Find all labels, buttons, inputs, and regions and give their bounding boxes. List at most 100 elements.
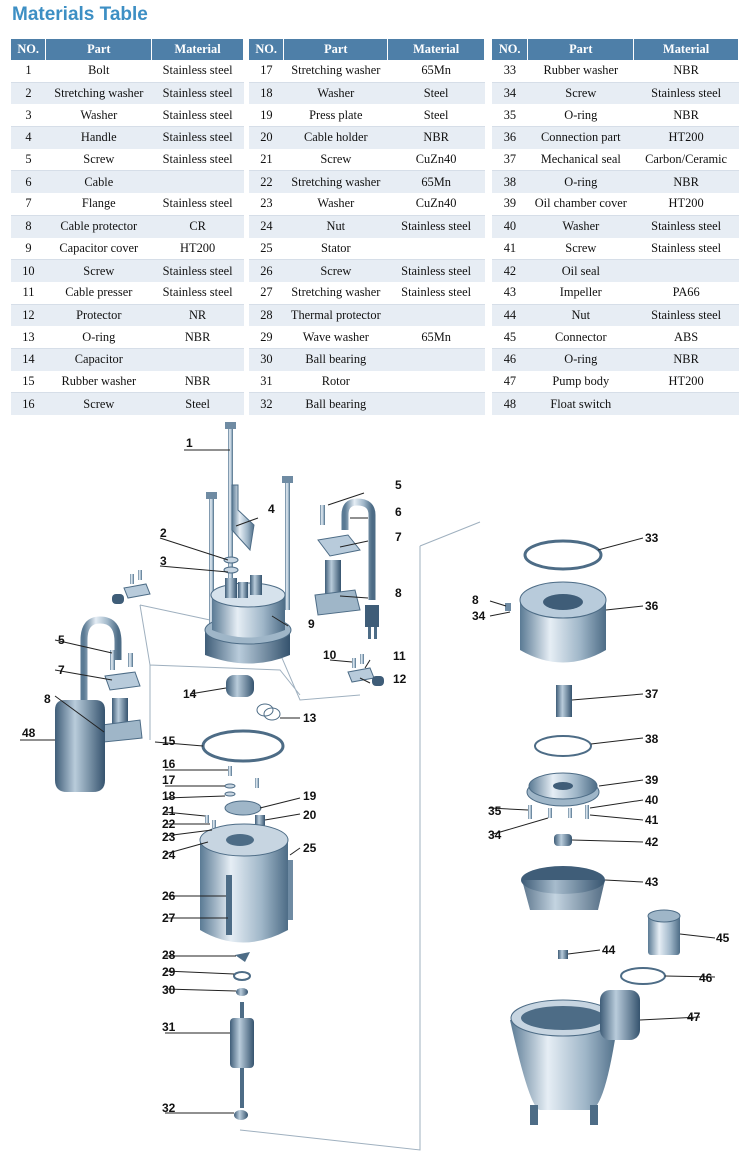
cell-material: Carbon/Ceramic xyxy=(633,148,739,172)
cell-part: Connection part xyxy=(527,126,634,149)
callout-38: 38 xyxy=(645,732,659,746)
cell-no: 30 xyxy=(249,348,284,371)
callout-20: 20 xyxy=(303,808,317,822)
cell-material: NBR xyxy=(633,104,739,128)
cell-no: 33 xyxy=(492,60,528,83)
cell-no: 11 xyxy=(11,281,46,305)
cell-material xyxy=(387,348,485,371)
leader-lines xyxy=(20,449,716,1114)
cell-no: 17 xyxy=(249,60,284,83)
cell-no: 4 xyxy=(11,126,46,149)
callout-13: 13 xyxy=(303,711,317,725)
cell-part: Screw xyxy=(45,148,152,172)
cell-part: Screw xyxy=(45,392,152,415)
cell-part: Mechanical seal xyxy=(527,148,634,172)
cell-no: 27 xyxy=(249,281,284,305)
cell-part: Capacitor cover xyxy=(45,237,152,261)
cell-no: 38 xyxy=(492,170,528,194)
cell-part: Oil seal xyxy=(527,259,634,282)
callout-30: 30 xyxy=(162,983,176,997)
cell-no: 34 xyxy=(492,82,528,105)
table-header-row: NO. Part Material xyxy=(492,39,739,60)
callout-7: 7 xyxy=(395,530,402,544)
cell-material xyxy=(387,392,485,415)
cell-part: Ball bearing xyxy=(283,392,388,415)
cell-no: 15 xyxy=(11,370,46,394)
callout-14: 14 xyxy=(183,687,197,701)
callout-27: 27 xyxy=(162,911,176,925)
cell-no: 8 xyxy=(11,215,46,238)
callout-41: 41 xyxy=(645,813,659,827)
cell-material: 65Mn xyxy=(387,170,485,194)
cell-material: 65Mn xyxy=(387,60,485,83)
cell-no: 29 xyxy=(249,326,284,349)
cable-presser-part-11 xyxy=(347,654,384,686)
callout-8: 8 xyxy=(395,586,402,600)
cell-no: 47 xyxy=(492,370,528,394)
cell-material: CuZn40 xyxy=(387,148,485,172)
cell-material: Stainless steel xyxy=(633,215,739,238)
oil-seal-part-42 xyxy=(554,834,572,846)
header-part: Part xyxy=(283,39,389,60)
cell-material: NBR xyxy=(633,60,739,83)
impeller-part-43 xyxy=(521,866,605,910)
callout-43: 43 xyxy=(645,875,659,889)
cell-part: Capacitor xyxy=(45,348,152,371)
cell-material: CuZn40 xyxy=(387,193,485,216)
cell-no: 22 xyxy=(249,170,284,194)
callout-19: 19 xyxy=(303,789,317,803)
callout-37: 37 xyxy=(645,687,659,701)
callout-32: 32 xyxy=(162,1101,176,1115)
cell-part: Screw xyxy=(527,82,634,105)
cell-material: Steel xyxy=(387,82,485,105)
callout-15: 15 xyxy=(162,734,176,748)
cell-material: Stainless steel xyxy=(387,281,485,305)
cell-no: 37 xyxy=(492,148,528,172)
cell-no: 20 xyxy=(249,126,284,149)
header-material: Material xyxy=(633,39,739,60)
handle-part-4 xyxy=(231,484,255,552)
header-no: NO. xyxy=(492,39,529,60)
cell-material: Stainless steel xyxy=(633,237,739,261)
stator-part-25 xyxy=(199,823,293,943)
cell-part: Screw xyxy=(527,237,634,261)
cell-material: NBR xyxy=(633,348,739,371)
cell-part: Protector xyxy=(45,304,152,327)
callout-8b: 8 xyxy=(44,692,51,706)
cell-no: 7 xyxy=(11,193,46,216)
table-header-row: NO. Part Material xyxy=(249,39,485,60)
cell-part: Washer xyxy=(283,193,388,216)
callout-42: 42 xyxy=(645,835,659,849)
table-header-row: NO. Part Material xyxy=(11,39,244,60)
cell-material: Steel xyxy=(151,392,244,415)
header-part: Part xyxy=(45,39,153,60)
cell-material xyxy=(633,259,739,282)
cell-part: Handle xyxy=(45,126,152,149)
cable-presser-left xyxy=(112,570,151,604)
cell-no: 40 xyxy=(492,215,528,238)
callout-48: 48 xyxy=(22,726,36,740)
o-ring-part-38 xyxy=(534,735,592,757)
cell-part: Nut xyxy=(527,304,634,327)
cell-part: Screw xyxy=(283,259,388,282)
cell-no: 21 xyxy=(249,148,284,172)
